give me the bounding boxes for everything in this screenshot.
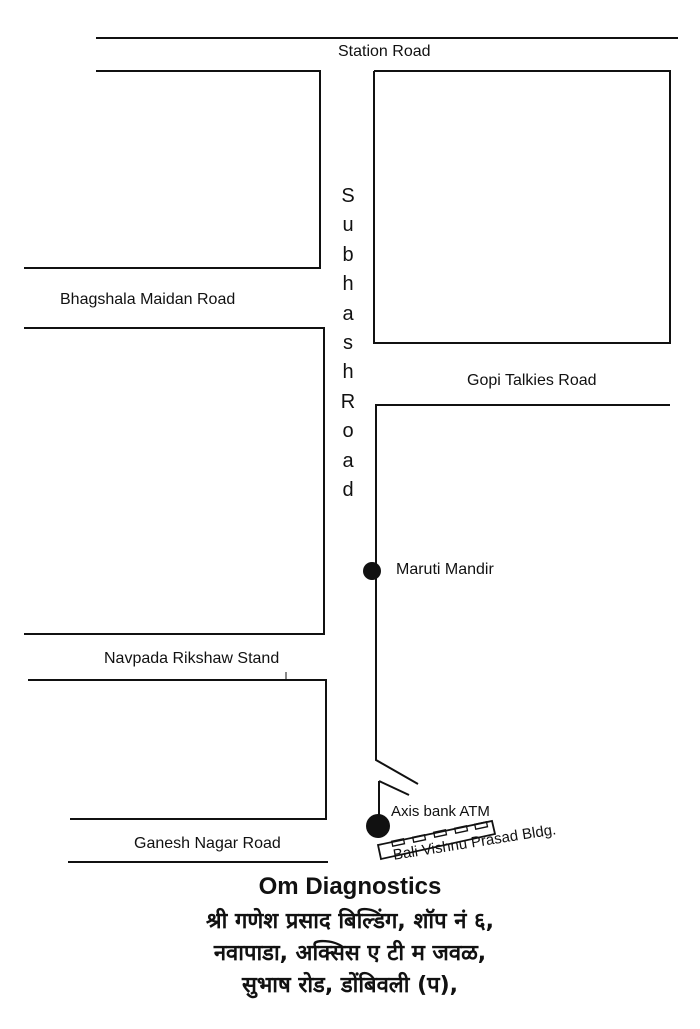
- subhash-road-letter: R: [340, 390, 356, 413]
- subhash-road-label: S u b h a s h R o a d: [337, 186, 359, 509]
- subhash-road-letter: u: [342, 214, 354, 237]
- subhash-road-letter: S: [341, 185, 355, 207]
- clinic-title: Om Diagnostics: [258, 873, 442, 900]
- block-right-lower: [375, 404, 670, 785]
- subhash-road-letter: a: [342, 302, 354, 325]
- ganesh-nagar-road-label: Ganesh Nagar Road: [134, 835, 281, 852]
- subhash-road-letter: d: [342, 478, 354, 501]
- subhash-road-letter: h: [342, 361, 354, 384]
- bhagshala-maidan-road-label: Bhagshala Maidan Road: [60, 291, 236, 308]
- building-window: [453, 825, 469, 834]
- block-middle-left: [24, 327, 325, 635]
- subhash-road-letter: b: [342, 243, 354, 266]
- navpada-rikshaw-stand-label: Navpada Rikshaw Stand: [104, 650, 280, 667]
- building-window: [390, 838, 406, 847]
- building-windows: [390, 821, 489, 847]
- block-top-right: [373, 70, 671, 344]
- subhash-road-letter: a: [342, 449, 354, 472]
- subhash-road-letter: s: [343, 331, 353, 354]
- address-line-2: नवापाडा, अक्सिस ए टी म जवळ,: [213, 941, 487, 966]
- atm-wedge-top: [378, 780, 410, 796]
- maruti-mandir-label: Maruti Mandir: [396, 561, 494, 578]
- address-line-1: श्री गणेश प्रसाद बिल्डिंग, शॉप नं ६,: [206, 909, 494, 934]
- building-window: [432, 829, 448, 838]
- atm-marker: [366, 814, 390, 838]
- maruti-mandir-marker: [363, 562, 381, 580]
- subhash-road-letter: o: [342, 420, 354, 443]
- building-window: [411, 834, 427, 843]
- block-lower-left: [28, 679, 327, 820]
- building-outline: [376, 819, 497, 861]
- subhash-road-letter: h: [342, 273, 354, 296]
- building-window: [473, 821, 489, 830]
- station-road-label: Station Road: [338, 43, 431, 60]
- gopi-talkies-road-label: Gopi Talkies Road: [467, 372, 597, 389]
- axis-bank-atm-label: Axis bank ATM: [391, 803, 490, 820]
- address-line-3: सुभाष रोड, डोंबिवली (प),: [241, 973, 459, 998]
- block-top-left: [24, 70, 321, 269]
